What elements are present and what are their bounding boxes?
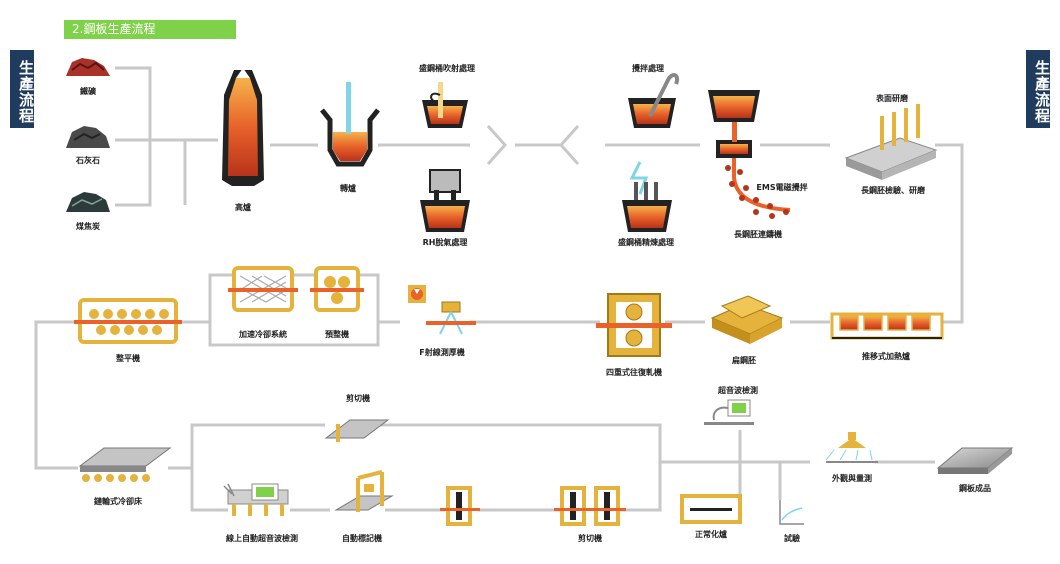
label-shear-bottom: 剪切機 [578, 534, 602, 543]
label-ladle-furnace: 盛鋼桶精煉處理 [618, 238, 674, 247]
ladle-injection-icon [422, 82, 468, 128]
f-gauge-icon [408, 285, 476, 335]
label-surface-grinding: 表面研磨 [876, 94, 908, 103]
limestone-icon [66, 126, 110, 148]
side-tab-left: 生產流程 [10, 50, 35, 128]
label-reheat-furnace: 推移式加熱爐 [862, 352, 910, 361]
label-hot-leveler: 整平機 [116, 354, 140, 363]
label-f-gauge: F射線測厚機 [419, 348, 465, 357]
label-auto-marking: 自動標記機 [342, 534, 382, 543]
label-limestone: 石灰石 [76, 156, 100, 165]
ut-inspection-icon [704, 399, 754, 425]
label-accelerated-cooling: 加速冷卻系統 [239, 330, 287, 339]
label-four-high-mill: 四重式往復軋機 [606, 368, 662, 377]
stirring-icon [628, 73, 679, 128]
accelerated-cooling-icon [228, 266, 298, 312]
flow-lines [34, 66, 964, 512]
pre-leveler-icon [310, 266, 364, 312]
ladle-furnace-icon [622, 161, 672, 232]
rh-degassing-icon [420, 169, 470, 232]
reheat-furnace-icon [830, 312, 944, 340]
iron-ore-icon [66, 58, 110, 76]
label-secondary-refining: 盛鋼桶吹射處理 [419, 64, 475, 73]
surface-inspection-icon [825, 432, 878, 463]
hot-leveler-icon [74, 298, 182, 344]
label-online-ut: 線上自動超音波檢測 [226, 534, 298, 543]
testing-icon [779, 500, 804, 525]
double-shear-icon [554, 486, 626, 526]
shear-frame-icon [440, 486, 480, 526]
label-pre-leveler: 預整機 [325, 330, 349, 339]
slab-storage-icon [710, 295, 784, 344]
blast-furnace-icon [222, 68, 264, 186]
label-ems: EMS電磁攪拌 [756, 183, 808, 192]
label-product: 鋼板成品 [959, 484, 991, 493]
label-iron-ore: 鐵礦 [80, 87, 96, 96]
label-slab-inspection: 長鋼胚檢驗、研磨 [861, 186, 925, 195]
label-normalizing: 正常化爐 [695, 530, 727, 539]
auto-marking-icon [334, 470, 394, 512]
label-stirring: 攪拌處理 [632, 64, 664, 73]
label-ut-inspection: 超音波檢測 [718, 386, 758, 395]
label-surface-inspection: 外觀與量測 [832, 474, 872, 483]
slab-grinding-icon [844, 104, 938, 180]
side-tab-right: 生產流程 [1026, 50, 1051, 128]
converter-icon [320, 82, 380, 167]
steel-plate-product-icon [936, 447, 1014, 474]
cooling-bed-icon [78, 447, 172, 482]
label-rh-degassing: RH脫氣處理 [422, 238, 468, 247]
label-slab-storage: 扁鋼胚 [732, 356, 756, 365]
four-high-mill-icon [596, 293, 672, 357]
label-coal: 煤焦炭 [76, 222, 100, 231]
label-shear-top: 剪切機 [346, 394, 370, 403]
continuous-caster-icon [708, 90, 791, 219]
label-converter: 轉爐 [340, 184, 356, 193]
label-continuous-caster: 長鋼胚連鑄機 [734, 230, 782, 239]
online-ut-icon [223, 483, 289, 516]
label-blast-furnace: 高爐 [235, 203, 251, 212]
coal-icon [66, 192, 110, 212]
section-title: 2.鋼板生產流程 [64, 20, 236, 39]
label-testing: 試驗 [784, 534, 800, 543]
label-cooling-bed: 鏈輪式冷卻床 [94, 497, 142, 506]
normalizing-furnace-icon [680, 494, 742, 524]
shear-top-icon [324, 419, 390, 442]
